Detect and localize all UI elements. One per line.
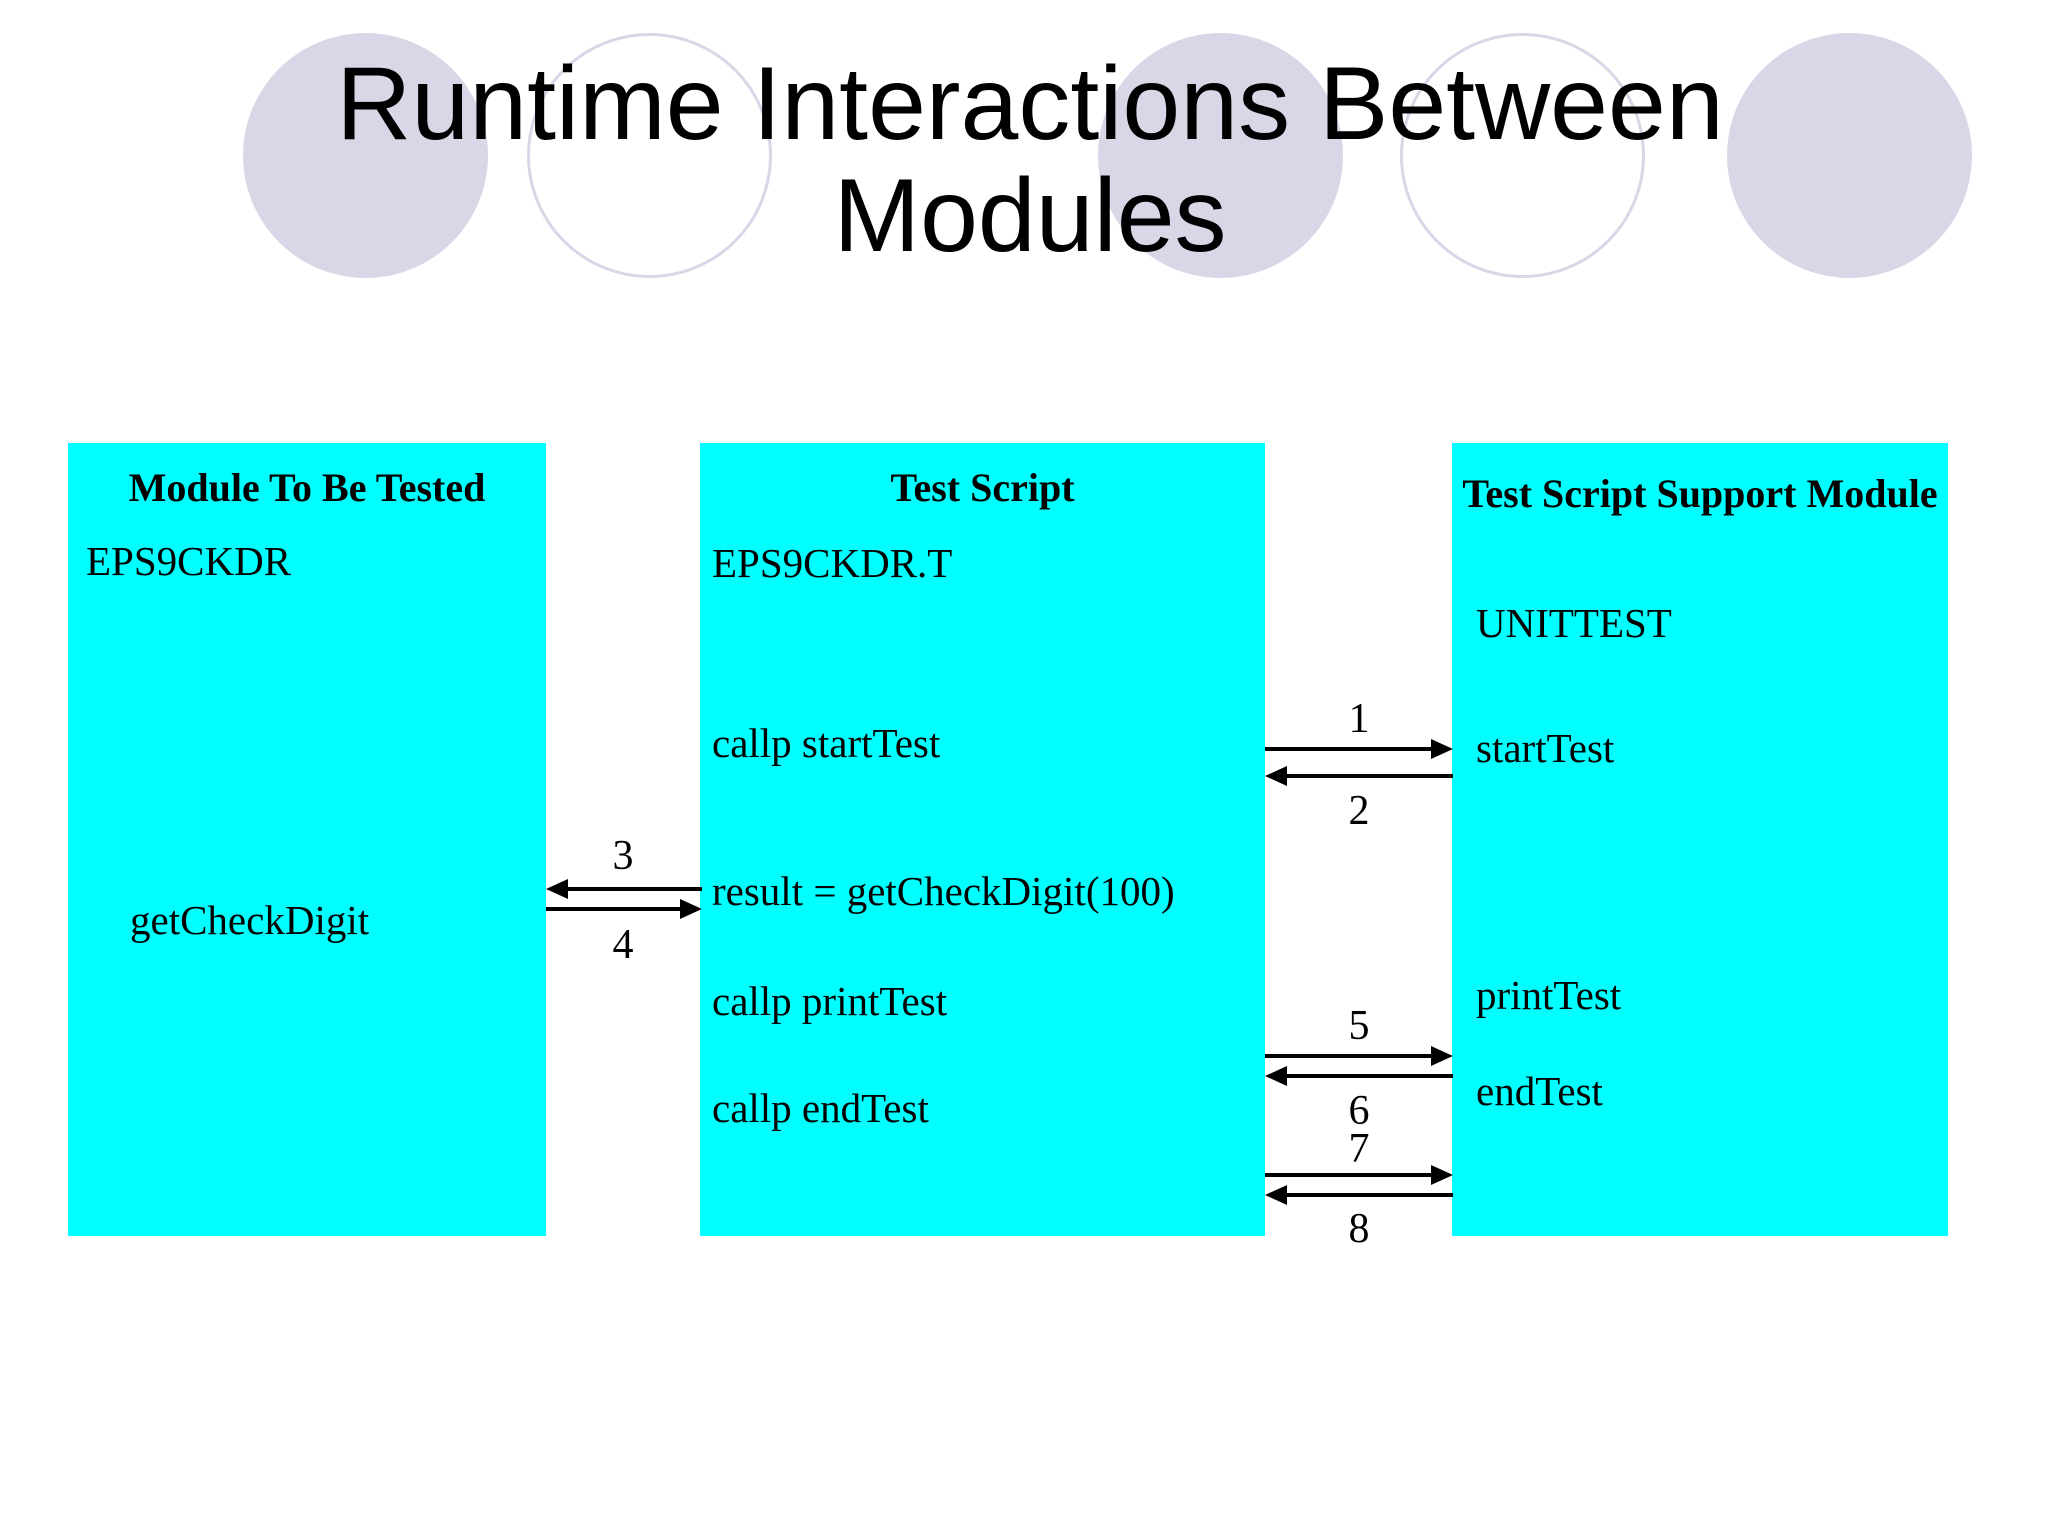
arrow-5-head [1431,1046,1453,1066]
arrow-1-shaft [1265,747,1435,751]
module-under-test-title: Module To Be Tested [128,465,486,510]
arrow-1 [1265,736,1453,762]
arrow-2-head [1265,766,1287,786]
arrow-label-7: 7 [1348,1126,1370,1172]
arrow-3 [546,876,702,902]
arrow-2 [1265,763,1453,789]
arrow-label-1: 1 [1348,696,1370,742]
test-script-statement-start: callp startTest [712,720,941,766]
support-module-proc-start: startTest [1476,725,1615,771]
arrow-3-head [546,879,568,899]
support-module-title: Test Script Support Module [1462,471,1938,516]
module-under-test-box: Module To Be Tested EPS9CKDR getCheckDig… [68,443,546,1236]
arrow-6-shaft [1283,1074,1453,1078]
arrow-7-head [1431,1165,1453,1185]
arrow-label-6: 6 [1348,1088,1370,1134]
arrow-label-3: 3 [612,833,634,879]
arrow-4 [546,896,702,922]
support-module-box: Test Script Support Module UNITTEST star… [1452,443,1948,1236]
arrow-8-shaft [1283,1193,1453,1197]
arrow-6-head [1265,1066,1287,1086]
test-script-title: Test Script [890,465,1075,510]
arrow-1-head [1431,739,1453,759]
arrow-label-2: 2 [1348,788,1370,834]
arrow-label-4: 4 [612,922,634,968]
arrow-7-shaft [1265,1173,1435,1177]
test-script-statement-end: callp endTest [712,1085,929,1131]
arrow-label-8: 8 [1348,1206,1370,1252]
arrow-6 [1265,1063,1453,1089]
slide-title: Runtime Interactions Between Modules [336,46,1724,275]
support-module-proc-end: endTest [1476,1068,1603,1114]
arrow-4-head [680,899,702,919]
arrow-4-shaft [546,907,684,911]
test-script-box: Test Script EPS9CKDR.T callp startTest r… [700,443,1265,1236]
support-module-name: UNITTEST [1476,600,1672,646]
arrow-8-head [1265,1185,1287,1205]
support-module-proc-print: printTest [1476,972,1622,1018]
arrow-7 [1265,1162,1453,1188]
arrow-2-shaft [1283,774,1453,778]
arrow-3-shaft [564,887,702,891]
test-script-name: EPS9CKDR.T [712,540,953,586]
arrow-5-shaft [1265,1054,1435,1058]
arrow-5 [1265,1043,1453,1069]
arrow-label-5: 5 [1348,1003,1370,1049]
test-script-statement-result: result = getCheckDigit(100) [712,868,1175,914]
module-under-test-name: EPS9CKDR [86,538,292,584]
module-under-test-function: getCheckDigit [130,897,370,943]
arrow-8 [1265,1182,1453,1208]
test-script-statement-print: callp printTest [712,978,948,1024]
